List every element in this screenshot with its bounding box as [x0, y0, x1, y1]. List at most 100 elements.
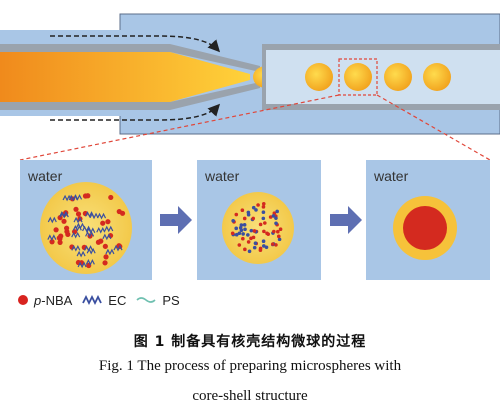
dense-molecule — [277, 237, 282, 242]
ec-molecule — [105, 248, 115, 256]
droplet — [423, 63, 451, 91]
red-dot-icon — [18, 295, 28, 305]
dense-molecule — [249, 228, 254, 233]
tube-wall-top — [0, 44, 260, 72]
droplet — [384, 63, 412, 91]
caption-english-line-2: core-shell structure — [192, 388, 308, 404]
dense-molecule — [234, 232, 239, 237]
dense-molecule — [251, 205, 256, 210]
dense-molecule — [246, 240, 251, 244]
dense-molecule — [253, 241, 258, 246]
dense-molecule — [262, 244, 266, 248]
dense-molecule — [231, 218, 235, 223]
ec-molecule — [71, 244, 81, 252]
ec-molecule — [59, 211, 69, 218]
nozzle — [0, 52, 250, 102]
arrow-right-icon — [330, 206, 362, 234]
nba-molecule — [105, 219, 111, 225]
dense-molecule — [262, 229, 266, 234]
ec-molecule — [84, 245, 94, 252]
ec-molecule — [85, 259, 95, 266]
ec-molecule — [82, 225, 92, 233]
legend-item-nba: p-NBA — [18, 293, 72, 308]
ec-molecule — [62, 194, 72, 202]
dense-molecule — [243, 247, 247, 252]
dense-molecule — [251, 235, 256, 240]
dense-molecule — [272, 211, 277, 215]
dense-molecule — [264, 245, 269, 250]
dense-molecule — [261, 216, 266, 221]
nba-molecule — [53, 227, 59, 233]
ec-molecule — [47, 234, 57, 241]
ec-molecule — [96, 212, 107, 220]
molecule-cloud — [47, 193, 126, 269]
ec-molecule — [113, 244, 123, 252]
dense-molecule — [241, 232, 245, 236]
droplet — [344, 63, 372, 91]
dense-molecule — [252, 229, 257, 233]
panel-1-label: water — [27, 168, 63, 184]
dense-molecule — [251, 216, 256, 221]
panel-2: water — [197, 160, 321, 280]
ec-molecule — [73, 216, 83, 224]
zoom-line-left — [19, 94, 340, 161]
legend-nba-label: -NBA — [41, 292, 73, 308]
legend-item-ec: EC — [82, 293, 126, 308]
core — [403, 206, 447, 250]
nba-molecule — [49, 239, 55, 245]
dense-molecule — [276, 234, 281, 239]
dense-molecule — [243, 227, 247, 232]
dense-molecule — [258, 246, 263, 251]
dense-molecule — [263, 221, 267, 225]
nba-molecule — [73, 206, 79, 212]
dense-molecule — [246, 212, 251, 217]
legend-item-ps: PS — [136, 292, 180, 308]
dense-molecule — [237, 243, 242, 247]
dense-molecule — [261, 202, 266, 206]
dense-molecule — [261, 205, 266, 209]
dense-molecule — [272, 229, 276, 234]
dense-molecule — [247, 249, 252, 254]
nba-molecule — [108, 194, 114, 201]
ec-molecule — [77, 261, 87, 269]
dense-molecule — [234, 212, 239, 217]
dense-molecule — [252, 245, 257, 250]
tube-wall-bottom — [0, 82, 260, 110]
ec-molecule — [76, 250, 86, 258]
legend: p-NBA EC PS — [18, 290, 180, 310]
ec-molecule — [85, 211, 95, 218]
nba-molecule — [82, 193, 89, 199]
ec-molecule — [86, 227, 96, 235]
dense-molecule — [276, 229, 280, 234]
dense-molecule — [261, 239, 266, 244]
ps-wave-icon — [136, 297, 156, 303]
nba-molecule — [75, 211, 82, 217]
shrinking-droplet-texture — [230, 202, 283, 254]
dense-molecule — [266, 232, 271, 236]
ec-molecule — [72, 224, 82, 232]
dense-molecule — [241, 236, 245, 241]
legend-ps-label: PS — [162, 292, 180, 308]
nba-molecule — [103, 254, 109, 260]
ec-molecule — [102, 233, 112, 241]
highlight-box — [338, 58, 378, 96]
dense-molecule — [239, 223, 244, 227]
dense-molecule — [268, 215, 273, 219]
nba-molecule — [95, 239, 102, 245]
dense-molecule — [258, 222, 263, 227]
ec-molecule — [96, 226, 106, 234]
ec-molecule — [85, 231, 95, 238]
caption-english-line-1: Fig. 1 The process of preparing microsph… — [98, 358, 402, 374]
dense-molecule — [254, 208, 258, 212]
ec-zigzag-icon — [82, 295, 103, 305]
caption-chinese: 图 1 制备具有核壳结构微球的过程 — [133, 334, 367, 350]
nba-molecule — [57, 239, 63, 246]
zoom-line-right — [376, 94, 491, 161]
ec-molecule — [47, 216, 57, 224]
droplet — [305, 63, 333, 91]
panel-3: water — [366, 160, 490, 280]
nba-molecule — [61, 218, 67, 224]
nba-molecule — [64, 228, 70, 235]
dense-molecule — [240, 208, 245, 213]
panel-1: water — [20, 160, 152, 280]
